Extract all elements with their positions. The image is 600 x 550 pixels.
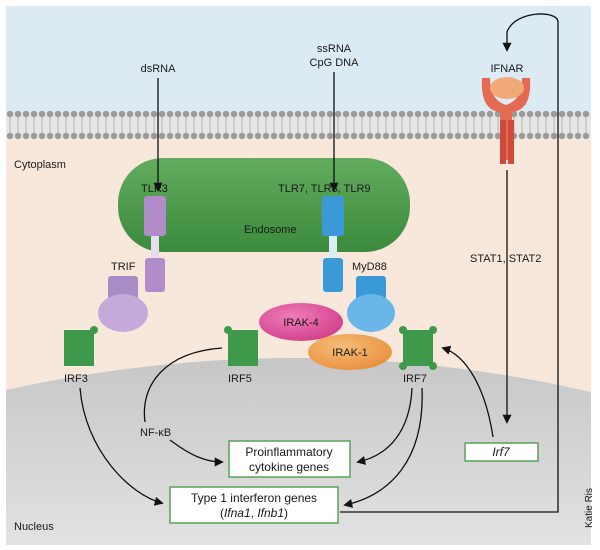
- irf3-label: IRF3: [64, 373, 88, 385]
- proinflam-line1: Proinflammatory: [245, 445, 332, 459]
- arrow-irf5-to-nfkb: [143, 347, 223, 423]
- irf7-label: IRF7: [403, 373, 427, 385]
- proinflammatory-cytokine-genes-box: Proinflammatory cytokine genes: [228, 440, 351, 478]
- arrow-irf7-to-proinflammatory: [356, 387, 413, 465]
- irak4: [259, 303, 343, 341]
- tlr3-label: TLR3: [141, 183, 168, 195]
- myd88-adapter: [347, 276, 395, 332]
- myd88-label: MyD88: [352, 261, 387, 273]
- irf7-gene-label: Irf7: [492, 445, 511, 459]
- interferon-gene-names: (Ifna1, Ifnb1): [220, 506, 288, 520]
- ifnar-label: IFNAR: [491, 63, 524, 75]
- irf7-gene-box: Irf7: [464, 442, 539, 462]
- irak1-label: IRAK-1: [332, 347, 367, 359]
- ifnar-receptor: [481, 77, 531, 164]
- artist-credit: Katie Ris: [584, 488, 595, 528]
- irf5-label: IRF5: [228, 373, 252, 385]
- arrow-irf3-to-type1: [79, 387, 164, 506]
- tlr3-receptor: [144, 196, 166, 292]
- trif-label: TRIF: [111, 261, 136, 273]
- irf7: [399, 326, 437, 370]
- tlr789-receptor: [322, 196, 344, 292]
- cytoplasm-label: Cytoplasm: [14, 159, 66, 171]
- arrow-irf7-gene-to-irf7: [441, 345, 494, 438]
- arrow-nfkb-to-proinflammatory: [169, 439, 224, 467]
- trif-adapter: [98, 276, 148, 332]
- cpg-dna-label: CpG DNA: [310, 57, 360, 69]
- stat1-stat2-label: STAT1, STAT2: [470, 253, 541, 265]
- irak1: [308, 334, 392, 370]
- arrow-irf7-to-type1: [343, 387, 423, 508]
- endosome-label: Endosome: [244, 224, 297, 236]
- irf3: [64, 326, 98, 366]
- nfkb-label: NF-κB: [140, 427, 171, 439]
- pathway-arrows: [79, 13, 559, 513]
- proinflam-line2: cytokine genes: [249, 460, 329, 474]
- ssrna-label: ssRNA: [317, 43, 352, 55]
- dsrna-label: dsRNA: [141, 63, 177, 75]
- tlr789-label: TLR7, TLR8, TLR9: [278, 183, 371, 195]
- extracellular-region: [6, 6, 591, 117]
- type1-interferon-genes-box: Type 1 interferon genes (Ifna1, Ifnb1): [169, 486, 339, 524]
- arrow-interferon-feedback-to-ifnar: [340, 13, 559, 513]
- irf5: [224, 326, 258, 366]
- nucleus-label: Nucleus: [14, 521, 54, 533]
- type1-interferon-genes-label: Type 1 interferon genes: [191, 491, 317, 505]
- irak4-label: IRAK-4: [283, 317, 318, 329]
